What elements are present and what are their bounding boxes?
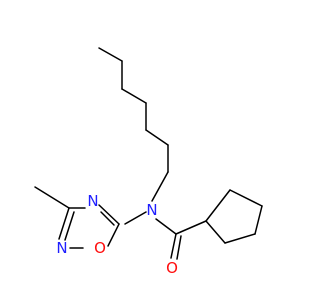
bond-hexyl-1 — [98, 47, 123, 62]
chemical-structure: N N N O O — [34, 47, 263, 277]
bond-ring-c5-o — [107, 223, 120, 247]
bond-cp-1 — [205, 220, 226, 244]
bond-n-carbonyl — [155, 218, 177, 235]
bond-ring-n2-c3 — [58, 207, 70, 240]
bond-ring-n2-c3-double — [64, 211, 75, 241]
bond-hexyl-3 — [121, 88, 147, 104]
bond-cp-4 — [229, 189, 263, 207]
bond-cp-3 — [254, 205, 263, 235]
bond-to-cyclopentyl — [175, 220, 207, 235]
bond-ring-n4-c5-double — [100, 211, 115, 226]
bond-carbonyl-b — [176, 235, 182, 260]
bond-ring-n4-c5 — [98, 204, 120, 225]
atom-labels: N N N O O — [56, 192, 178, 277]
bond-methyl — [34, 186, 70, 209]
atom-o-carbonyl: O — [166, 259, 178, 277]
bond-cp-2 — [224, 233, 256, 244]
bond-n-ring — [124, 211, 147, 225]
bond-cp-5 — [205, 189, 231, 222]
bonds — [34, 47, 263, 260]
atom-n-amide: N — [146, 201, 157, 219]
bond-carbonyl-a — [170, 233, 177, 259]
bond-hexyl-5 — [145, 129, 169, 146]
atom-o-ring: O — [94, 239, 106, 257]
bond-hexyl-to-n — [151, 171, 169, 202]
atom-n-ring-lower: N — [56, 239, 67, 257]
atom-n-ring-upper: N — [87, 192, 98, 210]
